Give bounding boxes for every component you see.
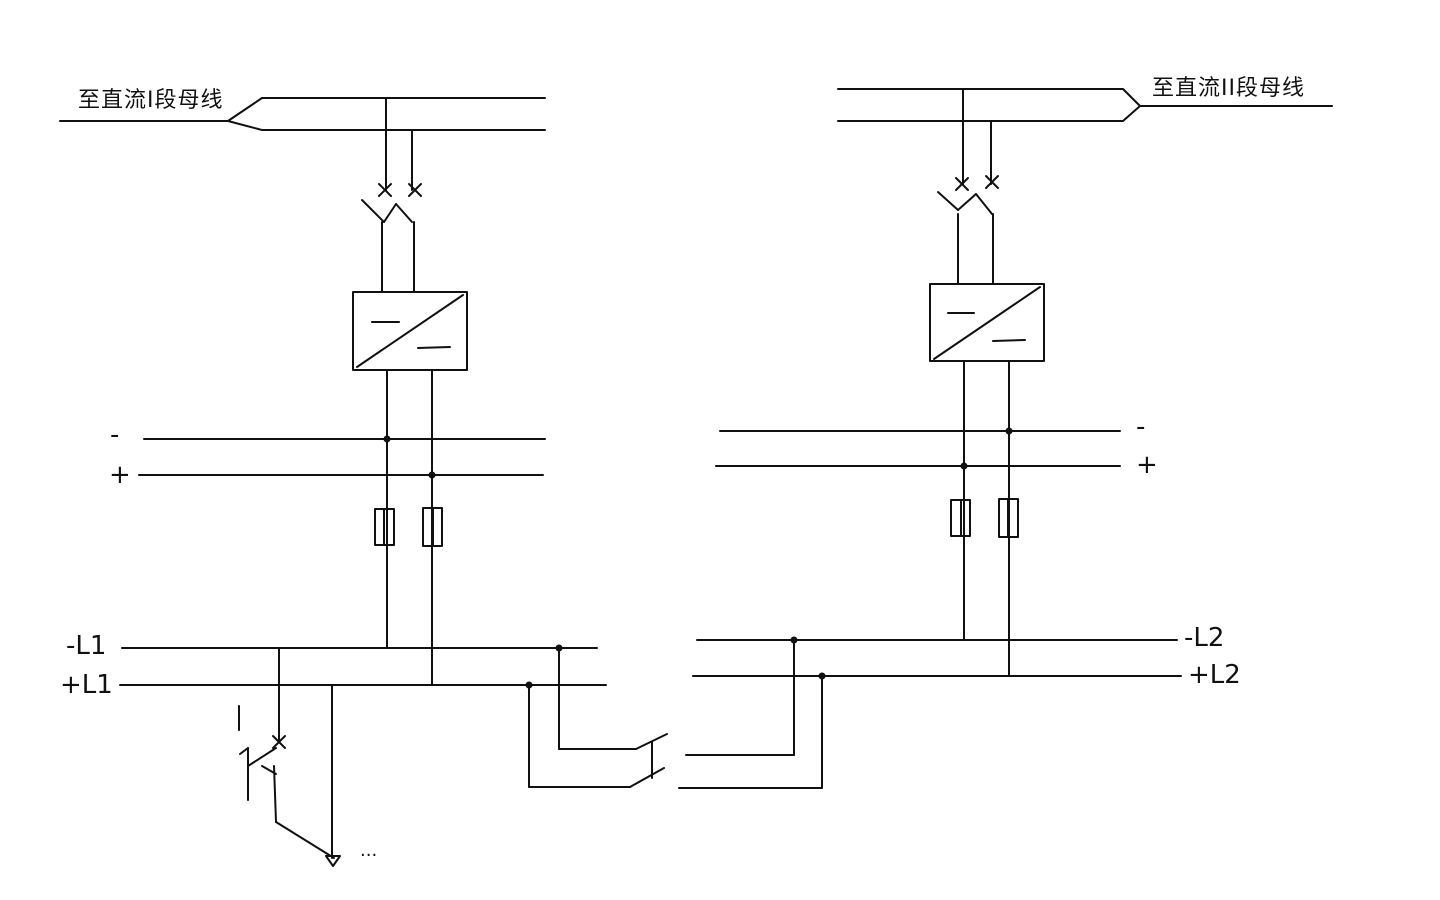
right-dcdc-converter [929,283,1045,362]
left-minus-label: - [110,420,120,450]
left-minus-bus-label: -L1 [66,631,107,661]
right-minus-label: - [1136,412,1146,442]
left-plus-bus-label: +L1 [60,670,113,700]
left-branch-feeder [238,647,341,867]
left-plus-label: + [109,460,131,490]
junction-dots [383,427,1013,689]
right-input-breaker [937,191,994,285]
right-plus-bus-label: +L2 [1188,660,1241,690]
right-source-bus [837,88,1333,122]
right-source-bus-label: 至直流II段母线 [1152,76,1305,101]
left-source-bus [59,97,546,131]
left-dcdc-converter [352,291,468,371]
left-source-bus-label: 至直流I段母线 [78,88,224,113]
right-minus-bus-label: -L2 [1184,623,1225,653]
left-source-drops [378,97,422,197]
left-input-breaker [361,199,415,293]
right-source-drops [955,88,999,191]
right-plus-label: + [1136,450,1158,480]
left-tie-wiring [528,647,637,788]
tie-breaker [629,733,668,788]
left-ellipsis: ... [360,840,378,861]
right-tie-wiring [678,639,823,789]
